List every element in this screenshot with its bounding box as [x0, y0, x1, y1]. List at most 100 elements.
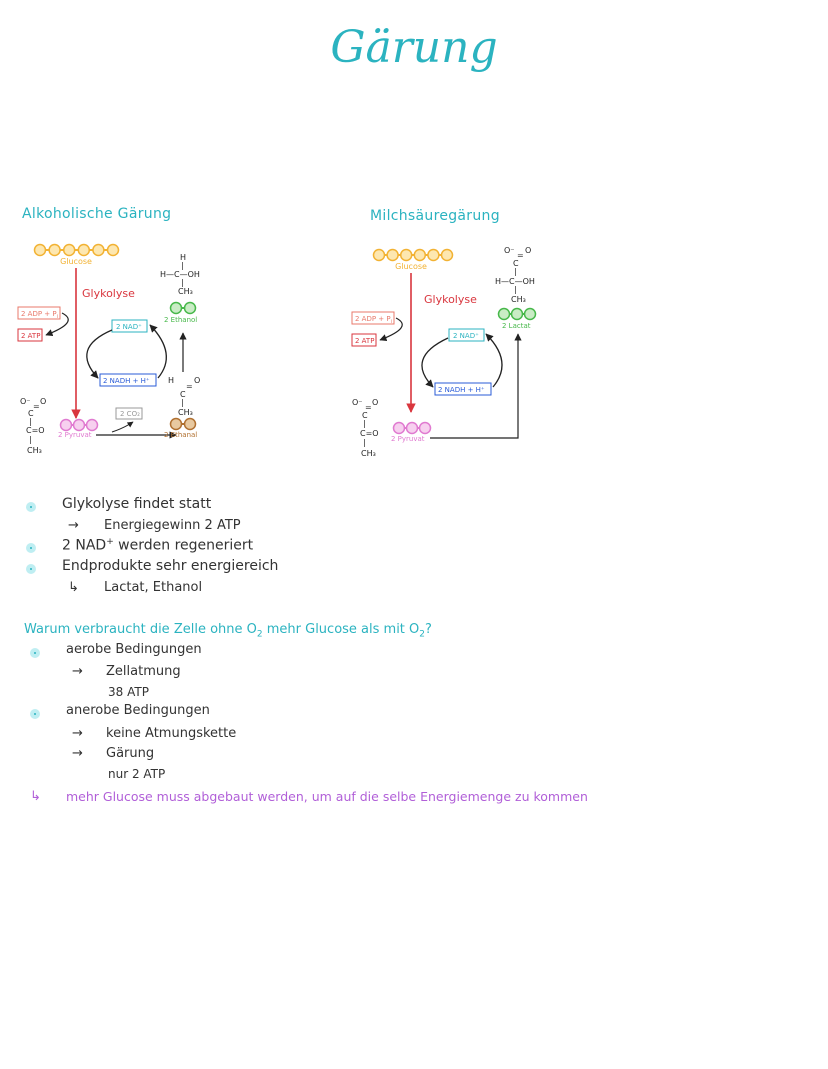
- summary-line-products: Lactat, Ethanol: [104, 580, 203, 595]
- svg-text:|: |: [181, 398, 184, 407]
- alcoholic-heading: Alkoholische Gärung: [22, 206, 172, 222]
- svg-text:|: |: [29, 417, 32, 426]
- return-arrow-icon: ↳: [68, 580, 79, 595]
- atp-label-alcoholic: 2 ATP: [21, 332, 40, 340]
- svg-text:O⁻: O⁻: [352, 398, 363, 407]
- svg-text:=: =: [365, 403, 372, 412]
- atp-box-lactic: [351, 333, 377, 347]
- co2-release-arrow: [111, 421, 134, 433]
- adp-box-lactic: [351, 311, 395, 325]
- svg-text:O: O: [40, 397, 46, 406]
- nadh-box-alcoholic: [99, 373, 157, 387]
- pyruvat-label-alcoholic: 2 Pyruvat: [58, 431, 92, 439]
- nad-box-lactic: [448, 328, 485, 342]
- question-heading: Warum verbraucht die Zelle ohne O2 mehr …: [24, 622, 432, 640]
- svg-text:C: C: [180, 390, 186, 399]
- pyruvate-to-lactate-arrow: [430, 333, 522, 439]
- zellatmung-label: Zellatmung: [106, 664, 181, 679]
- svg-text:C=O: C=O: [26, 426, 45, 435]
- atp-label-lactic: 2 ATP: [355, 337, 374, 345]
- bullet-icon: [26, 543, 36, 553]
- svg-text:|: |: [29, 435, 32, 444]
- glucose-chain-lactic: [372, 248, 454, 262]
- lactate-structure: O⁻ O = C | H—C—OH | CH₃: [495, 246, 535, 304]
- adp-to-atp-arrow-alcoholic: [45, 312, 69, 337]
- bullet-icon: [26, 502, 36, 512]
- glucose-label-alcoholic: Glucose: [60, 257, 92, 266]
- arrow-icon: →: [72, 726, 83, 741]
- co2-label: 2 CO₂: [120, 410, 140, 418]
- bullet-icon: [30, 648, 40, 658]
- lactic-heading: Milchsäuregärung: [370, 208, 500, 224]
- arrow-icon: →: [72, 664, 83, 679]
- glykolyse-label-lactic: Glykolyse: [424, 293, 477, 306]
- svg-text:=: =: [517, 251, 524, 260]
- pyruvate-chain-alcoholic: [59, 418, 99, 432]
- svg-text:C: C: [362, 411, 368, 420]
- svg-text:|: |: [514, 267, 517, 276]
- svg-text:|: |: [514, 285, 517, 294]
- anaerob-label: anerobe Bedingungen: [66, 703, 210, 718]
- svg-text:H: H: [168, 376, 174, 385]
- svg-text:H—C—OH: H—C—OH: [495, 277, 535, 286]
- pyruvate-structure-lactic: O⁻ O = C | C=O | CH₃: [352, 398, 379, 458]
- bullet-icon: [30, 709, 40, 719]
- svg-text:CH₃: CH₃: [178, 287, 193, 296]
- lactat-label: 2 Lactat: [502, 322, 531, 330]
- nad-cycle-left-lactic: [421, 337, 449, 388]
- arrow-icon: →: [68, 518, 79, 533]
- nad-cycle-right-lactic: [485, 333, 503, 388]
- svg-text:O⁻: O⁻: [504, 246, 515, 255]
- svg-text:H: H: [180, 253, 186, 262]
- glucose-chain-alcoholic: [33, 243, 120, 257]
- svg-text:O: O: [525, 246, 531, 255]
- ethanal-structure: H O = C | CH₃: [168, 376, 200, 417]
- svg-text:|: |: [181, 261, 184, 270]
- lactate-chain: [497, 307, 537, 321]
- svg-text:|: |: [363, 438, 366, 447]
- keine-atmungskette-label: keine Atmungskette: [106, 726, 237, 741]
- nad-label-lactic: 2 NAD⁺: [453, 332, 479, 340]
- glucose-label-lactic: Glucose: [395, 262, 427, 271]
- nad-cycle-left-alcoholic: [86, 329, 113, 379]
- adp-label-alcoholic: 2 ADP + Pi: [21, 310, 58, 320]
- conclusion-text: mehr Glucose muss abgebaut werden, um au…: [66, 789, 588, 804]
- svg-text:|: |: [181, 278, 184, 287]
- summary-line-nad: 2 NAD+ werden regeneriert: [62, 537, 254, 554]
- svg-text:=: =: [186, 382, 193, 391]
- arrow-icon: →: [72, 746, 83, 761]
- svg-text:O: O: [194, 376, 200, 385]
- svg-text:C: C: [513, 259, 519, 268]
- adp-to-atp-arrow-lactic: [379, 317, 403, 342]
- svg-text:CH₃: CH₃: [27, 446, 42, 455]
- svg-text:C: C: [28, 409, 34, 418]
- gaerung-label: Gärung: [106, 746, 155, 761]
- fermentation-diagrams: Glucose Glykolyse 2 ADP + Pi 2 ATP 2 NAD…: [17, 243, 537, 458]
- atp38-label: 38 ATP: [108, 685, 149, 699]
- ethanal-label: 2 Ethanal: [164, 431, 197, 439]
- pyruvate-chain-lactic: [392, 421, 432, 435]
- pyruvate-structure-alcoholic: O⁻ O = C | C=O | CH₃: [20, 397, 46, 455]
- ethanol-label: 2 Ethanol: [164, 316, 197, 324]
- aerob-label: aerobe Bedingungen: [66, 642, 202, 657]
- summary-line-endprodukte: Endprodukte sehr energiereich: [62, 558, 279, 574]
- svg-text:O⁻: O⁻: [20, 397, 31, 406]
- nad-cycle-right-alcoholic: [149, 324, 167, 379]
- page-title: Gärung: [330, 22, 498, 73]
- co2-box: [115, 407, 143, 420]
- nur-atp-label: nur 2 ATP: [108, 767, 166, 781]
- svg-text:C=O: C=O: [360, 429, 379, 438]
- adp-label-lactic: 2 ADP + Pi: [355, 315, 392, 325]
- summary-line-energiegewinn: Energiegewinn 2 ATP: [104, 518, 241, 533]
- pyruvat-label-lactic: 2 Pyruvat: [391, 435, 425, 443]
- svg-text:CH₃: CH₃: [511, 295, 526, 304]
- nadh-label-lactic: 2 NADH + H⁺: [438, 386, 485, 394]
- summary-line-glykolyse: Glykolyse findet statt: [62, 496, 212, 512]
- svg-text:O: O: [372, 398, 378, 407]
- nadh-box-lactic: [434, 382, 492, 396]
- adp-box-alcoholic: [17, 306, 61, 320]
- ethanol-structure: H | H—C—OH | CH₃: [160, 253, 200, 296]
- svg-text:|: |: [363, 419, 366, 428]
- conclusion-arrow-icon: ↳: [30, 789, 41, 804]
- nad-box-alcoholic: [111, 319, 148, 333]
